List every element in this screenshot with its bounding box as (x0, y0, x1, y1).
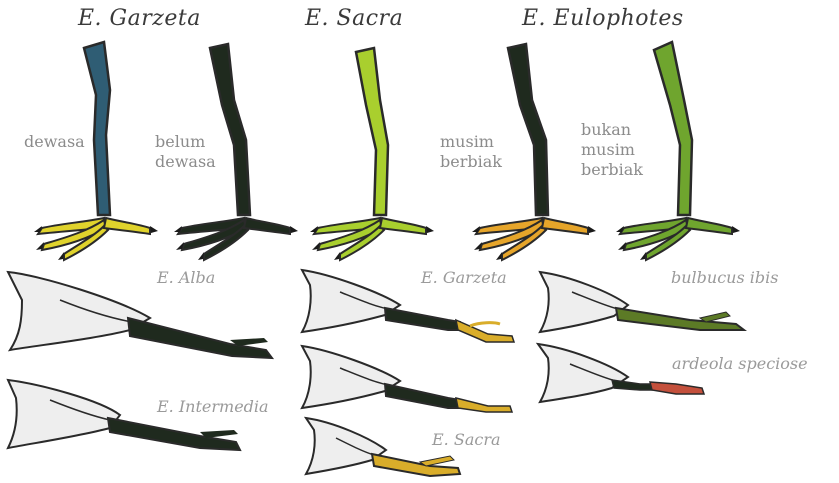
label-e-sacra: E. Sacra (432, 430, 501, 449)
leg-blue-adult (34, 42, 158, 260)
label-e-alba: E. Alba (157, 268, 215, 287)
leg-non-breeding (616, 42, 740, 260)
label-ardeola-speciose: ardeola speciose (672, 354, 808, 373)
leg-breeding (472, 44, 596, 260)
label-bulbucus-ibis: bulbucus ibis (671, 268, 778, 287)
leg-lime-sacra (310, 48, 434, 260)
leg-dark-juvenile (174, 44, 298, 260)
label-e-garzeta: E. Garzeta (421, 268, 507, 287)
bill-e-alba (8, 272, 272, 358)
label-e-intermedia: E. Intermedia (157, 397, 269, 416)
bill-mid-second (302, 346, 512, 412)
bill-ardeola-speciose (538, 344, 704, 402)
